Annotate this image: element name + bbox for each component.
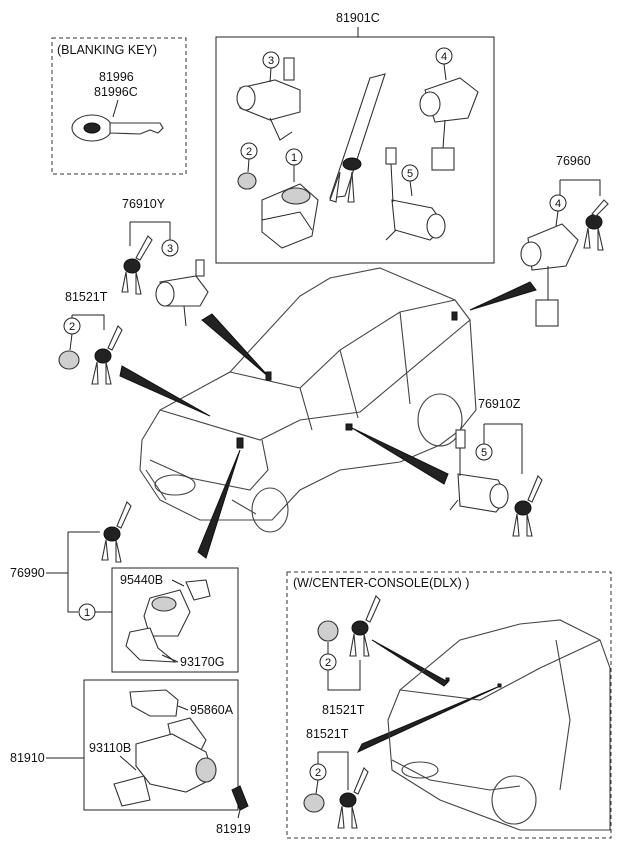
blanking-key-box: (BLANKING KEY) 81996 81996C (51, 37, 187, 175)
door-cylinder-icon (385, 147, 446, 241)
callout-2-console-upper: 2 (325, 657, 331, 669)
part-93170G: 93170G (180, 655, 224, 669)
callout-1-left: 1 (84, 607, 90, 619)
center-console-title: (W/CENTER-CONSOLE(DLX) ) (293, 576, 469, 590)
steering-lock-body-icon (113, 689, 217, 807)
mount-markers (236, 311, 458, 449)
tailgate-assembly-76960: 76960 4 (520, 154, 609, 327)
main-van-illustration (139, 267, 477, 533)
tailgate-lock-right-icon (520, 223, 579, 327)
ignition-switch-icon (261, 183, 319, 249)
leader-wedges (119, 281, 537, 754)
part-81996: 81996 (99, 70, 134, 84)
door-lock-cylinder-icon (236, 57, 301, 141)
part-81901C: 81901C (336, 11, 380, 25)
cap-console-upper-icon (317, 620, 339, 642)
cap-console-lower-icon (303, 793, 325, 813)
blanking-key-icon (71, 114, 164, 142)
callout-2-console-lower: 2 (315, 767, 321, 779)
key-pair-console-lower-icon (337, 767, 369, 829)
callout-3: 3 (268, 55, 274, 67)
key-pair-console-upper-icon (349, 595, 381, 657)
part-76960: 76960 (556, 154, 591, 168)
key-pair-81521t-left-icon (91, 325, 123, 385)
part-76910Y: 76910Y (122, 197, 166, 211)
door-lock-assembly-76910z: 76910Z 5 (449, 397, 543, 537)
key-pair-76990-icon (101, 501, 132, 563)
part-81521T-left: 81521T (65, 290, 108, 304)
part-81919: 81919 (216, 822, 251, 836)
cap-left-icon (58, 350, 80, 370)
steering-lock-81910: 95860A 81910 93110B 81919 (10, 679, 251, 836)
assembly-81521t-left: 81521T 2 (58, 290, 123, 385)
part-93110B: 93110B (89, 741, 131, 755)
key-pair-76910y-icon (121, 235, 153, 295)
callout-2-top: 2 (246, 146, 252, 158)
door-cylinder-76910y-icon (155, 259, 209, 327)
callout-4-right: 4 (555, 198, 561, 210)
part-95440B: 95440B (120, 573, 163, 587)
callout-1-top: 1 (291, 152, 297, 164)
key-pair-76910z-icon (512, 475, 543, 537)
part-76910Z: 76910Z (478, 397, 521, 411)
part-81910: 81910 (10, 751, 45, 765)
part-81521T-console-lower: 81521T (306, 727, 349, 741)
van-front-illustration (387, 619, 611, 831)
blanking-key-title: (BLANKING KEY) (57, 43, 157, 57)
callout-3-left: 3 (167, 243, 173, 255)
key-pair-76960-icon (583, 199, 609, 251)
cap-icon (237, 172, 257, 190)
door-lock-assembly-76910y: 76910Y 3 (121, 197, 209, 327)
lock-set-81901c: 81901C 3 4 2 (215, 11, 495, 264)
key-set-76990: 76990 1 95440B 93170G (10, 501, 239, 673)
door-cylinder-76910z-icon (449, 429, 509, 513)
callout-5-right: 5 (481, 447, 487, 459)
bolt-81919-icon (231, 785, 249, 811)
callout-2-left: 2 (69, 321, 75, 333)
part-76990: 76990 (10, 566, 45, 580)
part-95860A: 95860A (190, 703, 234, 717)
callout-5-top: 5 (407, 168, 413, 180)
ignition-lock-icon (125, 579, 211, 663)
tailgate-lock-icon (419, 77, 479, 171)
part-81996C: 81996C (94, 85, 138, 99)
part-81521T-console-upper: 81521T (322, 703, 365, 717)
center-console-box: (W/CENTER-CONSOLE(DLX) ) 2 81521T 81521T (286, 571, 612, 839)
callout-4-top: 4 (441, 51, 447, 63)
key-rod-icon (329, 73, 386, 203)
